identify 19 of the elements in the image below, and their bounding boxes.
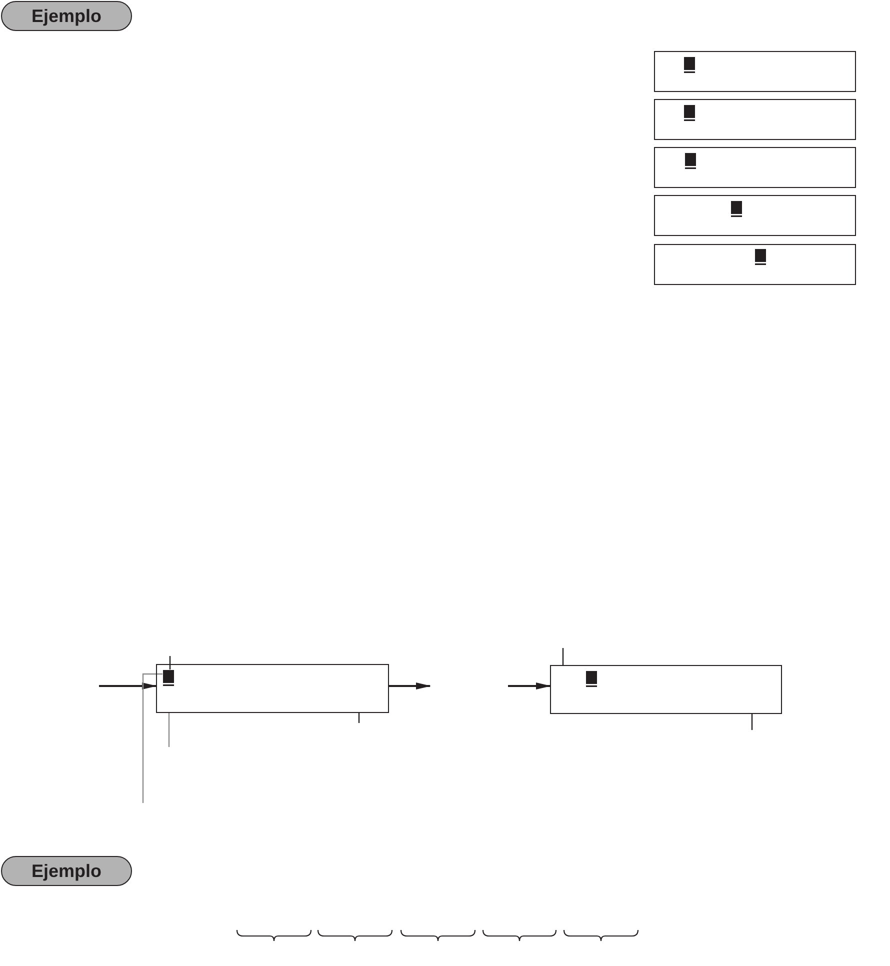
- example-tag: Ejemplo: [1, 856, 132, 886]
- cursor-icon: [162, 670, 174, 686]
- example-tag: Ejemplo: [1, 1, 132, 31]
- arrow: [508, 682, 551, 690]
- arrow: [389, 682, 431, 690]
- leader-line: [168, 713, 170, 747]
- lcd-display: [654, 244, 856, 285]
- leader-line: [169, 656, 171, 670]
- leader-line: [142, 673, 162, 803]
- leader-line: [562, 648, 564, 665]
- lcd-display: [654, 51, 856, 92]
- lcd-display: [156, 664, 389, 713]
- lcd-display: [654, 195, 856, 236]
- arrow: [99, 682, 157, 690]
- lcd-display: [654, 147, 856, 188]
- leader-line: [751, 714, 753, 730]
- lcd-display: [654, 99, 856, 140]
- lcd-display: [550, 665, 782, 714]
- leader-line: [358, 713, 360, 723]
